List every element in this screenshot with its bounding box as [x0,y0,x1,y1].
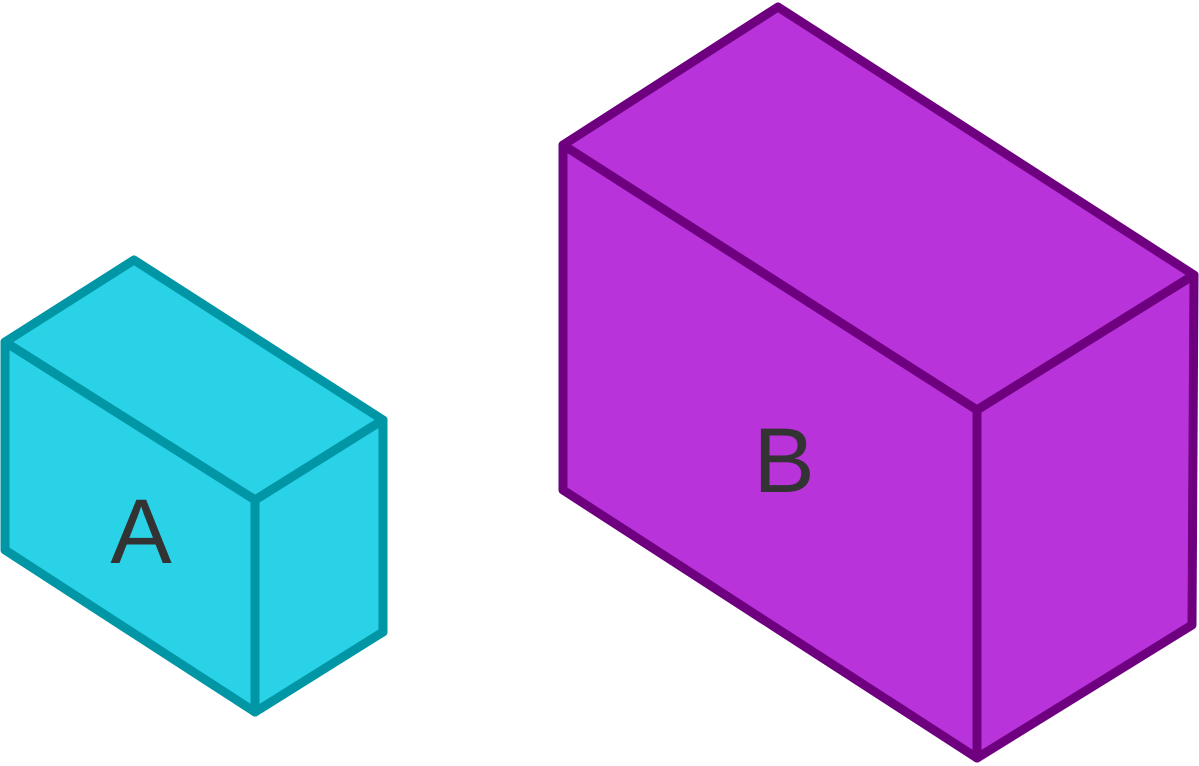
box-a-side-face [250,415,388,717]
box-a-label: A [110,481,172,583]
box-b-label: B [753,410,814,512]
box-a: A [0,255,388,717]
box-b: B [558,2,1199,763]
box-b-side-face [972,270,1199,763]
